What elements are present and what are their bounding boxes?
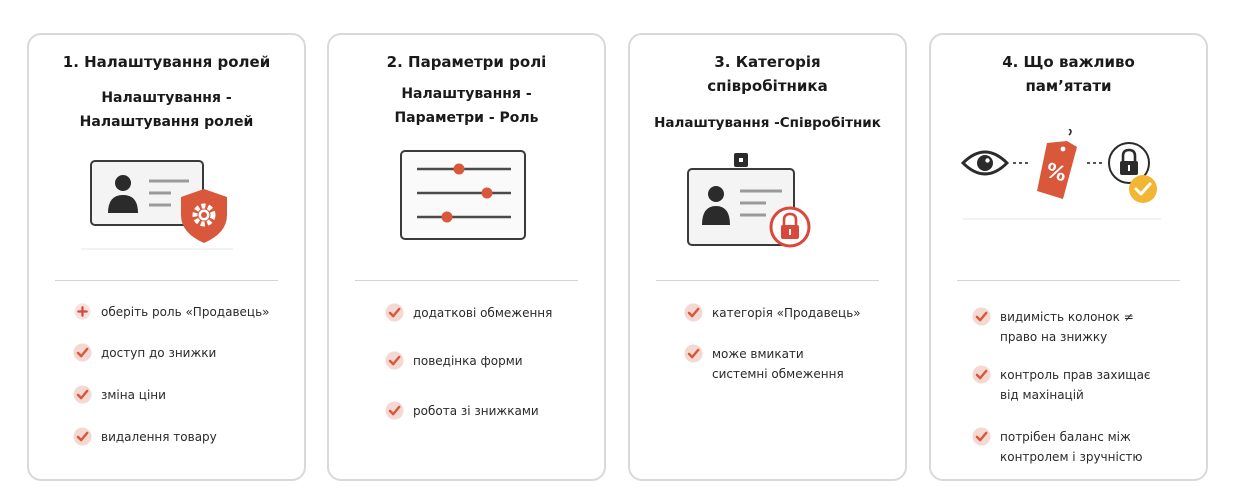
check-icon xyxy=(73,427,92,446)
shield-gear-icon xyxy=(181,189,227,243)
card-title: 2. Параметри ролі xyxy=(386,53,547,71)
card-employee-category: 3. Категорія співробітника Налаштування … xyxy=(628,33,907,481)
badge-lock-illustration xyxy=(687,153,811,248)
eye-icon xyxy=(960,150,1010,176)
card-important-notes: 4. Що важливо пам’ятати % видимі xyxy=(929,33,1208,481)
lock-icon xyxy=(769,206,811,248)
item-text: зміна ціни xyxy=(101,388,166,402)
plus-icon xyxy=(73,302,92,321)
list-item: контроль прав захищає від махінацій xyxy=(972,365,1151,405)
item-text: додаткові обмеження xyxy=(413,306,553,320)
item-text: доступ до знижки xyxy=(101,346,217,360)
item-text: видимість колонок ≠ право на знижку xyxy=(1000,310,1134,344)
list-item: може вмикати системні обмеження xyxy=(684,344,844,384)
list-item: оберіть роль «Продавець» xyxy=(73,302,269,322)
check-icon xyxy=(385,351,404,370)
divider xyxy=(656,280,879,281)
check-icon xyxy=(972,427,991,446)
check-icon xyxy=(684,303,703,322)
item-text: потрібен баланс між контролем і зручніст… xyxy=(1000,430,1143,464)
list-item: видалення товару xyxy=(73,427,217,447)
card-role-settings: 1. Налаштування ролей Налаштування - Нал… xyxy=(27,33,306,481)
list-item: видимість колонок ≠ право на знижку xyxy=(972,307,1134,347)
check-icon xyxy=(73,385,92,404)
check-icon xyxy=(73,343,92,362)
card-path: Налаштування -Співробітник xyxy=(654,115,881,131)
divider xyxy=(957,280,1180,281)
card-role-parameters: 2. Параметри ролі Налаштування - Парамет… xyxy=(327,33,606,481)
lock-check-icon xyxy=(1108,142,1157,203)
item-text: категорія «Продавець» xyxy=(712,306,861,320)
list-item: додаткові обмеження xyxy=(385,303,552,323)
divider xyxy=(355,280,578,281)
card-title: 3. Категорія співробітника xyxy=(707,53,828,95)
list-item: робота зі знижками xyxy=(385,401,539,421)
check-icon xyxy=(684,344,703,363)
item-text: може вмикати системні обмеження xyxy=(712,347,844,381)
item-text: видалення товару xyxy=(101,430,217,444)
item-text: оберіть роль «Продавець» xyxy=(101,305,270,319)
card-title: 1. Налаштування ролей xyxy=(62,53,271,71)
item-text: контроль прав захищає від махінацій xyxy=(1000,368,1151,402)
check-icon xyxy=(385,401,404,420)
list-item: доступ до знижки xyxy=(73,343,216,363)
divider xyxy=(55,280,278,281)
card-path: Налаштування - Налаштування ролей xyxy=(79,90,254,130)
check-icon xyxy=(972,365,991,384)
card-title: 4. Що важливо пам’ятати xyxy=(1002,53,1135,95)
item-text: робота зі знижками xyxy=(413,404,539,418)
list-item: потрібен баланс між контролем і зручніст… xyxy=(972,427,1143,467)
item-text: поведінка форми xyxy=(413,354,523,368)
list-item: категорія «Продавець» xyxy=(684,303,861,323)
discount-tag-icon: % xyxy=(1037,129,1077,199)
eye-tag-lock-illustration: % xyxy=(960,129,1161,220)
card-path: Налаштування - Параметри - Роль xyxy=(394,86,539,126)
list-item: поведінка форми xyxy=(385,351,523,371)
list-item: зміна ціни xyxy=(73,385,166,405)
check-icon xyxy=(385,303,404,322)
sliders-panel-icon xyxy=(400,150,526,240)
id-card-shield-illustration xyxy=(81,160,233,250)
check-icon xyxy=(972,307,991,326)
